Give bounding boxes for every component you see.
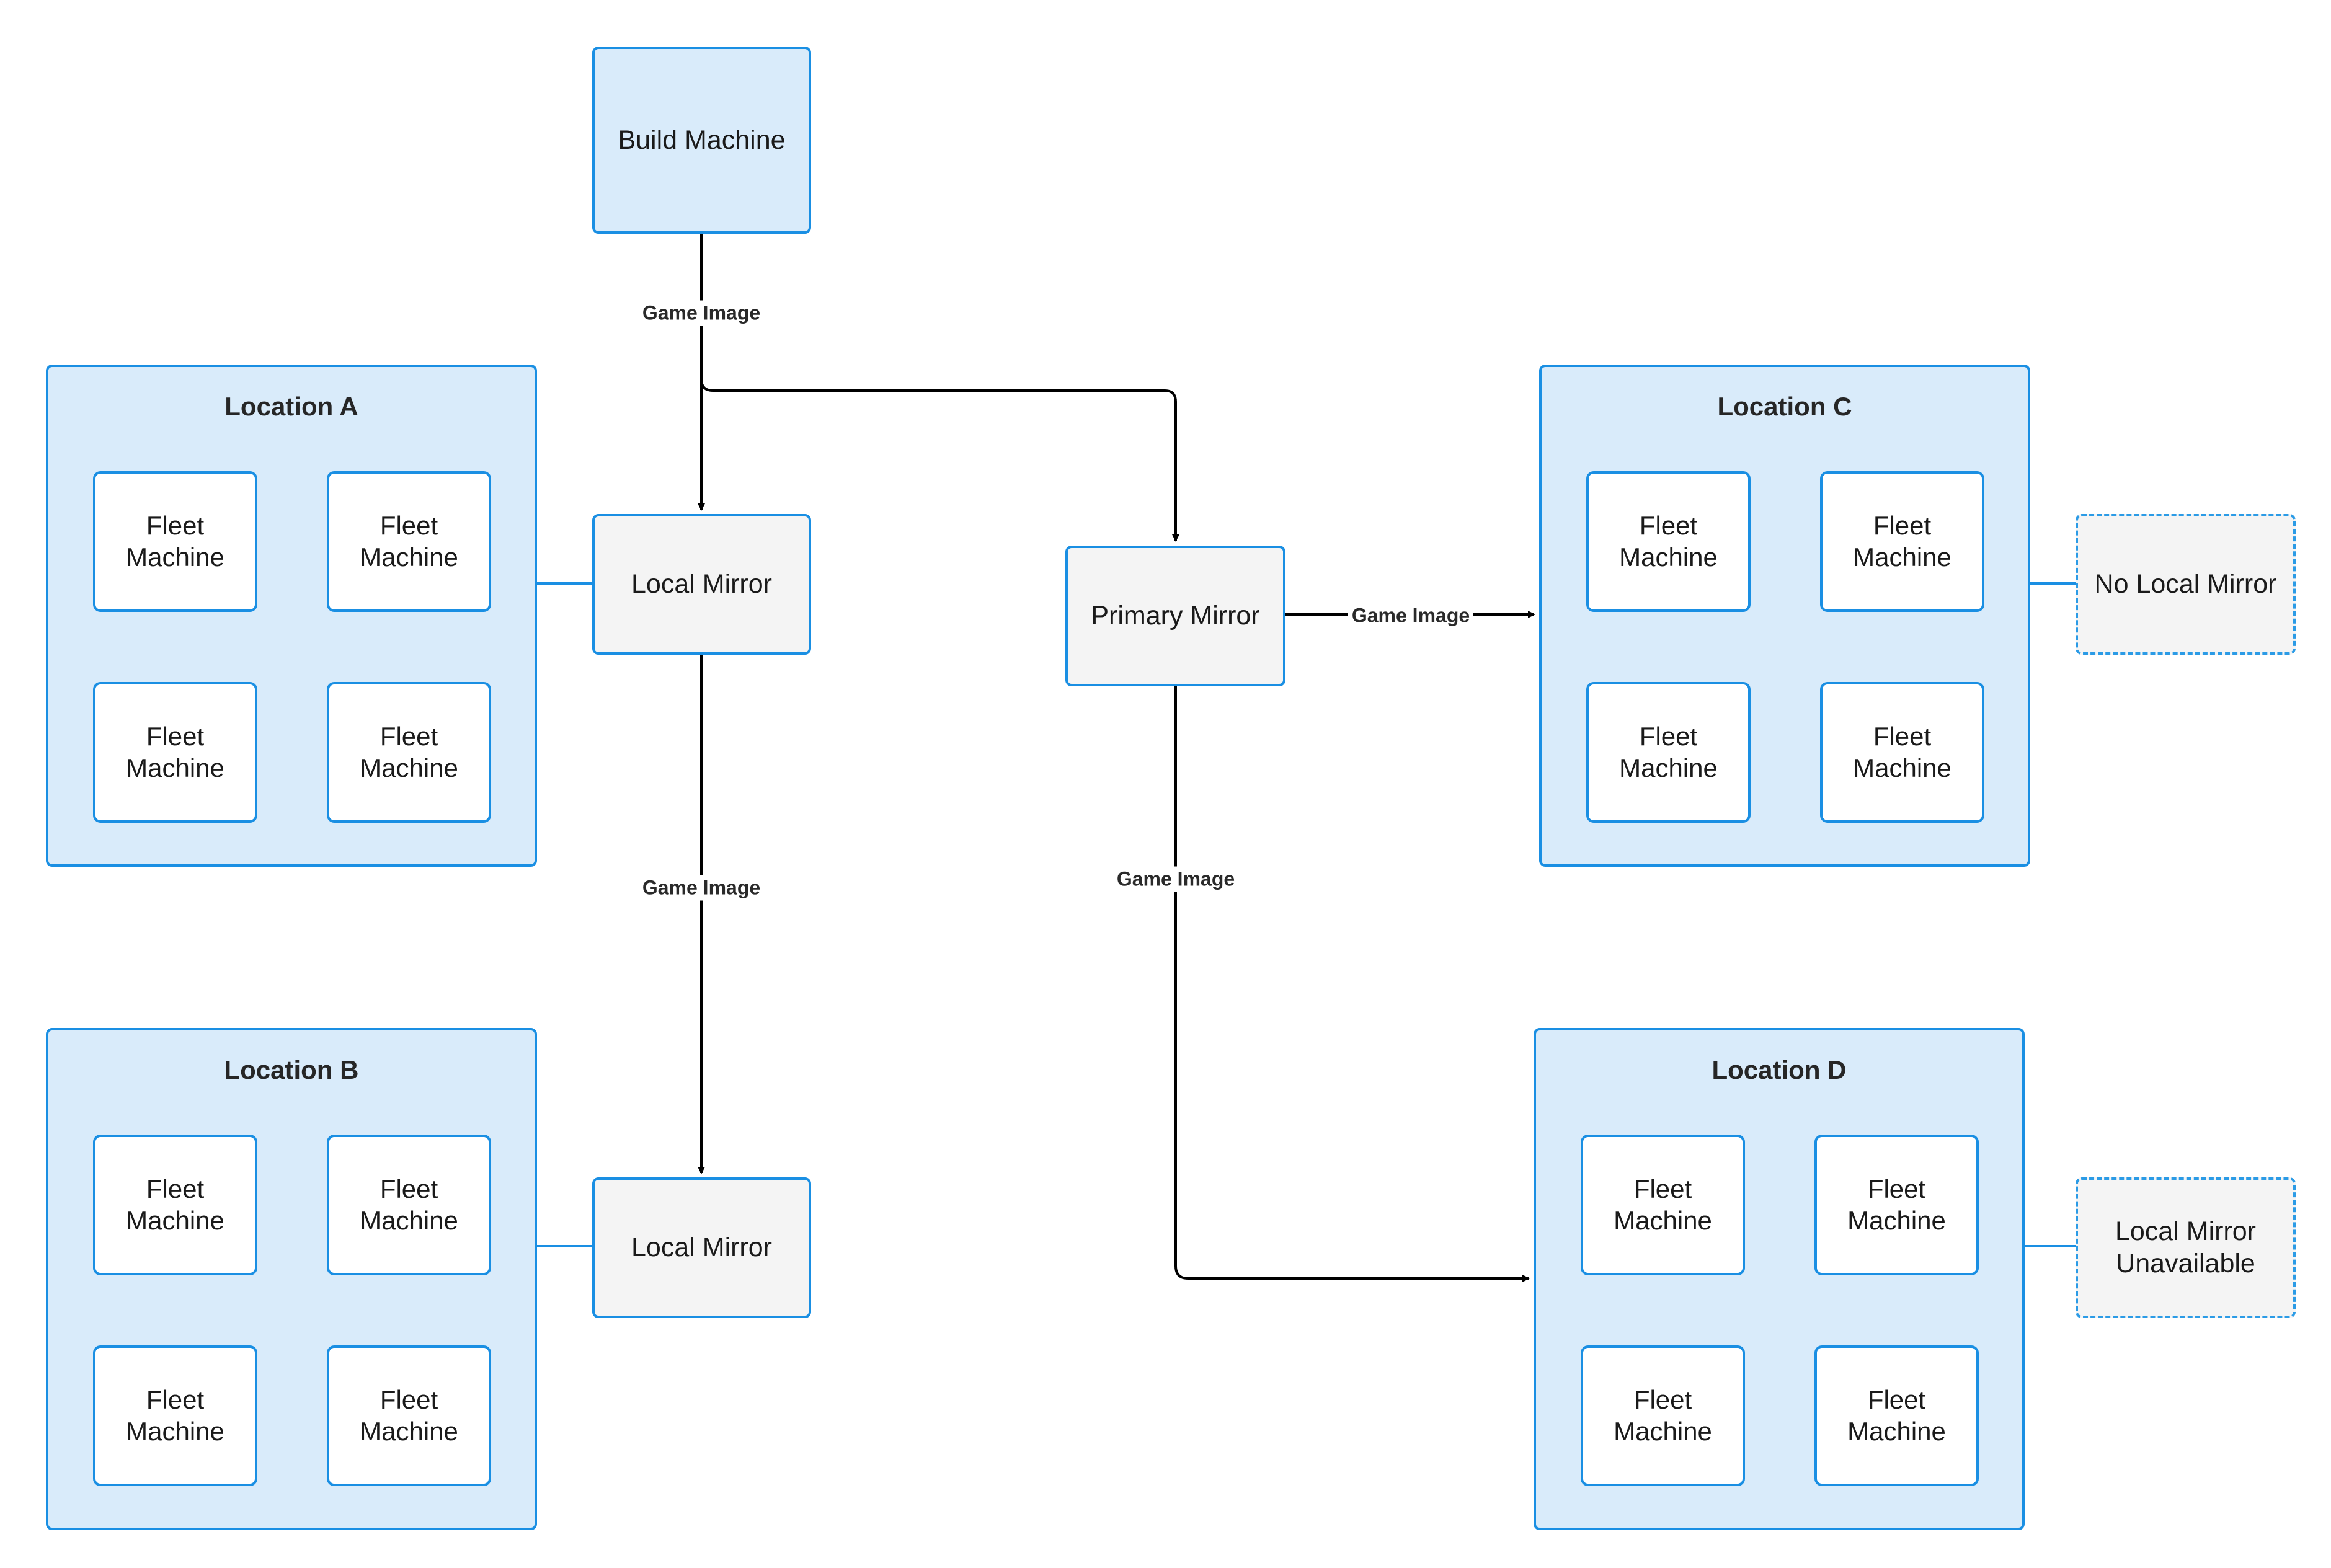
fleet-machine[interactable]: Fleet Machine <box>1814 1345 1979 1486</box>
local-mirror-unavailable-node[interactable]: Local Mirror Unavailable <box>2076 1177 2296 1318</box>
fleet-machine[interactable]: Fleet Machine <box>1820 682 1984 823</box>
build-machine-label: Build Machine <box>618 125 786 155</box>
fleet-machine[interactable]: Fleet Machine <box>93 682 257 823</box>
location-b-group[interactable]: Location B Fleet Machine Fleet Machine F… <box>46 1028 537 1530</box>
location-d-title: Location D <box>1712 1055 1847 1084</box>
local-mirror-b-node[interactable]: Local Mirror <box>592 1177 811 1318</box>
build-machine-node[interactable]: Build Machine <box>592 47 811 234</box>
primary-mirror-label: Primary Mirror <box>1091 601 1260 631</box>
fleet-machine[interactable]: Fleet Machine <box>1586 682 1751 823</box>
local-mirror-unavailable-label: Local Mirror Unavailable <box>2115 1216 2256 1278</box>
edge-build-to-primary-mirror <box>700 379 1179 542</box>
primary-mirror-node[interactable]: Primary Mirror <box>1065 546 1285 686</box>
edge-label-primary-to-c: Game Image <box>1348 603 1474 629</box>
edge-label-mirror-a-to-b: Game Image <box>638 875 765 901</box>
fleet-machine[interactable]: Fleet Machine <box>1581 1345 1745 1486</box>
location-a-group[interactable]: Location A Fleet Machine Fleet Machine F… <box>46 365 537 867</box>
local-mirror-a-node[interactable]: Local Mirror <box>592 514 811 655</box>
fleet-machine[interactable]: Fleet Machine <box>327 1345 491 1486</box>
fleet-machine[interactable]: Fleet Machine <box>327 471 491 612</box>
fleet-machine[interactable]: Fleet Machine <box>327 1135 491 1275</box>
fleet-machine[interactable]: Fleet Machine <box>1581 1135 1745 1275</box>
fleet-machine[interactable]: Fleet Machine <box>93 471 257 612</box>
no-local-mirror-node[interactable]: No Local Mirror <box>2076 514 2296 655</box>
edge-label-primary-to-d: Game Image <box>1112 866 1239 892</box>
fleet-machine[interactable]: Fleet Machine <box>1814 1135 1979 1275</box>
location-c-title: Location C <box>1717 392 1852 421</box>
local-mirror-a-label: Local Mirror <box>631 569 772 599</box>
location-b-title: Location B <box>224 1055 359 1084</box>
fleet-machine[interactable]: Fleet Machine <box>327 682 491 823</box>
edge-primary-to-location-d <box>1174 686 1530 1282</box>
fleet-machine[interactable]: Fleet Machine <box>1820 471 1984 612</box>
fleet-machine[interactable]: Fleet Machine <box>93 1345 257 1486</box>
location-a-title: Location A <box>224 392 358 421</box>
local-mirror-b-label: Local Mirror <box>631 1233 772 1262</box>
location-d-group[interactable]: Location D Fleet Machine Fleet Machine F… <box>1534 1028 2025 1530</box>
no-local-mirror-label: No Local Mirror <box>2094 569 2277 599</box>
fleet-machine[interactable]: Fleet Machine <box>1586 471 1751 612</box>
location-c-group[interactable]: Location C Fleet Machine Fleet Machine F… <box>1539 365 2030 867</box>
fleet-machine[interactable]: Fleet Machine <box>93 1135 257 1275</box>
edge-label-build: Game Image <box>638 300 765 326</box>
